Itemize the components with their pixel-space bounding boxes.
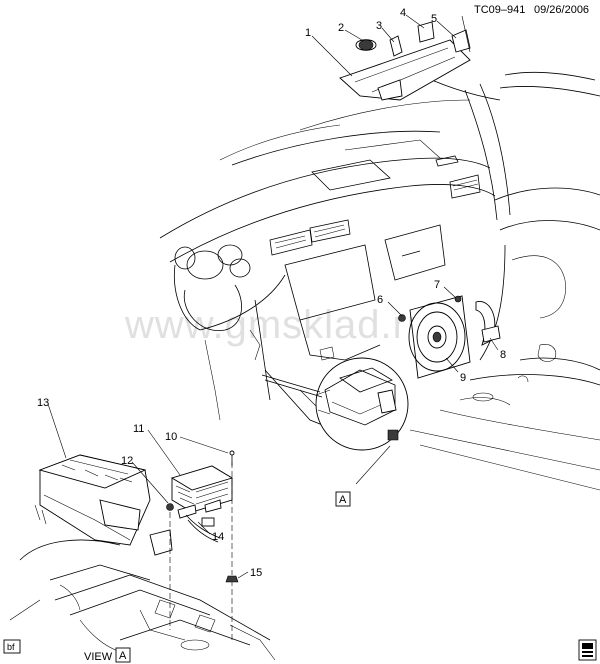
callout-15: 15 <box>250 567 262 579</box>
corner-tag: bf <box>7 642 15 652</box>
callout-2: 2 <box>338 22 344 34</box>
callout-12: 12 <box>121 455 133 467</box>
view-caption-box <box>115 647 131 663</box>
callout-1: 1 <box>305 27 311 39</box>
subwoofer-enclosure <box>34 454 173 556</box>
callout-11: 11 <box>133 423 144 435</box>
watermark: www.gmsklad.ru <box>124 303 430 347</box>
dashboard-outline <box>159 69 600 491</box>
callout-10: 10 <box>165 431 177 443</box>
diagram-date: 09/26/2006 <box>534 4 589 16</box>
leader-lines <box>47 14 499 579</box>
callout-6: 6 <box>377 294 383 306</box>
callout-4: 4 <box>400 7 406 19</box>
view-marker-box <box>335 491 351 507</box>
gm-reference-icon <box>578 639 597 661</box>
callout-8: 8 <box>500 349 506 361</box>
view-caption-letter: A <box>119 650 127 662</box>
view-a-detail <box>315 357 409 485</box>
view-marker-letter: A <box>339 494 347 506</box>
rear-console <box>9 539 276 661</box>
callout-14: 14 <box>212 531 224 543</box>
view-caption: VIEW <box>84 651 113 663</box>
callout-numbers: 1 2 3 4 5 6 7 8 9 10 11 12 13 14 15 <box>37 7 506 579</box>
callout-5: 5 <box>431 13 437 25</box>
amplifier <box>170 465 234 519</box>
callout-13: 13 <box>37 397 49 409</box>
corner-tag-box <box>3 639 21 654</box>
door-speaker-assembly <box>398 295 501 379</box>
callout-3: 3 <box>376 20 382 32</box>
wiring-harness <box>185 514 221 539</box>
callout-9: 9 <box>460 372 466 384</box>
a-pillar-trim-assembly <box>339 21 471 101</box>
diagram-code: TC09–941 <box>474 4 525 16</box>
callout-7: 7 <box>434 279 440 291</box>
